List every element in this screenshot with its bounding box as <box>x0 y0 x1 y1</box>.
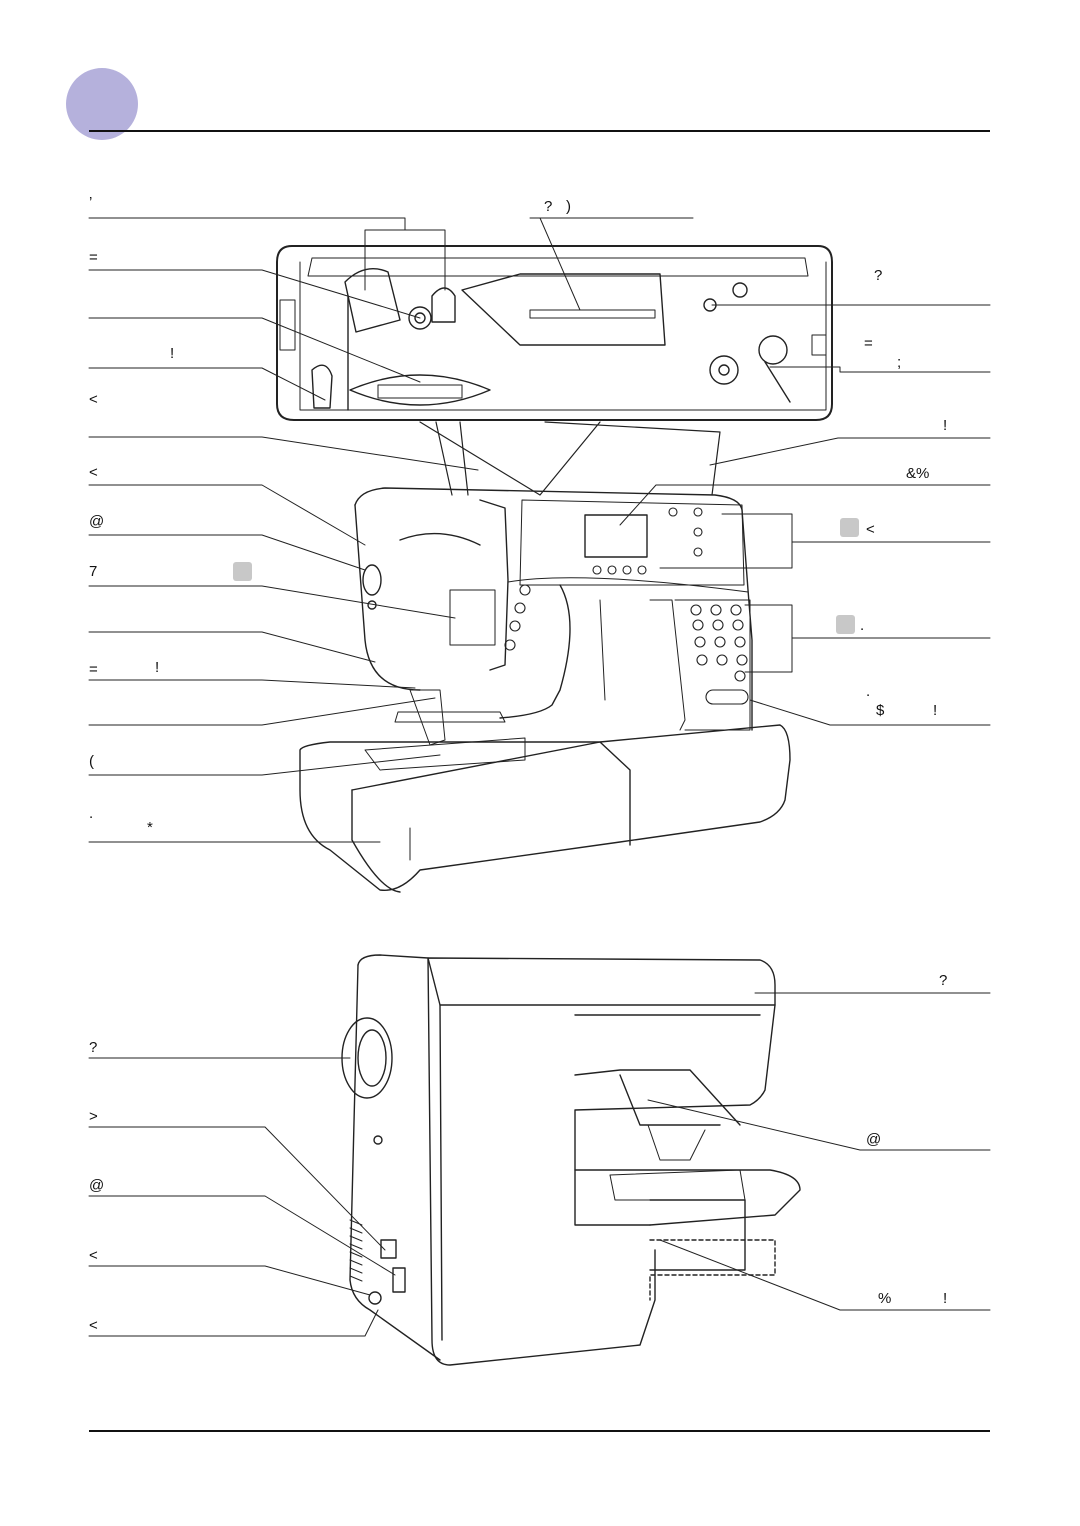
leader-lines-right <box>449 217 991 726</box>
label-r6: < <box>866 521 875 538</box>
gray-chip-right-2 <box>836 615 855 634</box>
label-r4: ! <box>943 417 948 434</box>
label-r2: ? <box>874 267 883 284</box>
label-l7: < <box>89 464 98 481</box>
header-rule <box>89 130 990 132</box>
label-r8a: . <box>866 683 871 700</box>
label-l9: 7 <box>89 563 98 580</box>
leader-lines-left <box>88 217 479 843</box>
label-r7: . <box>860 617 865 634</box>
label-r8b: $ <box>876 702 885 719</box>
label-br2: @ <box>866 1131 882 1148</box>
machine-front-view <box>299 487 791 893</box>
label-l14: . <box>89 805 94 822</box>
leader-lines-lower <box>88 992 991 1337</box>
gray-chip-right-1 <box>840 518 859 537</box>
inset-connector <box>419 421 721 496</box>
label-r3b: ; <box>897 354 902 371</box>
label-b2: > <box>89 1108 98 1125</box>
label-b4: < <box>89 1247 98 1264</box>
footer-rule <box>89 1430 990 1432</box>
label-l11b: ! <box>155 659 160 676</box>
label-l13: ( <box>89 753 94 770</box>
label-r8c: ! <box>933 702 938 719</box>
label-l11: = <box>89 661 98 678</box>
label-r1b: ) <box>566 198 571 215</box>
label-l4: ! <box>170 345 175 362</box>
machine-back-view <box>341 954 801 1366</box>
label-r1a: ? <box>544 198 553 215</box>
top-cover-inset <box>276 245 833 421</box>
label-l2: = <box>89 249 98 266</box>
label-br1: ? <box>939 972 948 989</box>
gray-chip-left <box>233 562 252 581</box>
label-l1: ’ <box>89 194 93 211</box>
label-b5: < <box>89 1317 98 1334</box>
label-r3: = <box>864 335 873 352</box>
label-br3a: % <box>878 1290 892 1307</box>
label-l14b: * <box>147 819 153 836</box>
label-l8: @ <box>89 513 105 530</box>
section-badge <box>66 68 138 140</box>
label-br3b: ! <box>943 1290 948 1307</box>
label-b1: ? <box>89 1039 98 1056</box>
label-l5: < <box>89 391 98 408</box>
label-b3: @ <box>89 1177 105 1194</box>
front-pattern-buttons <box>504 507 749 705</box>
label-r5: &% <box>906 465 930 482</box>
